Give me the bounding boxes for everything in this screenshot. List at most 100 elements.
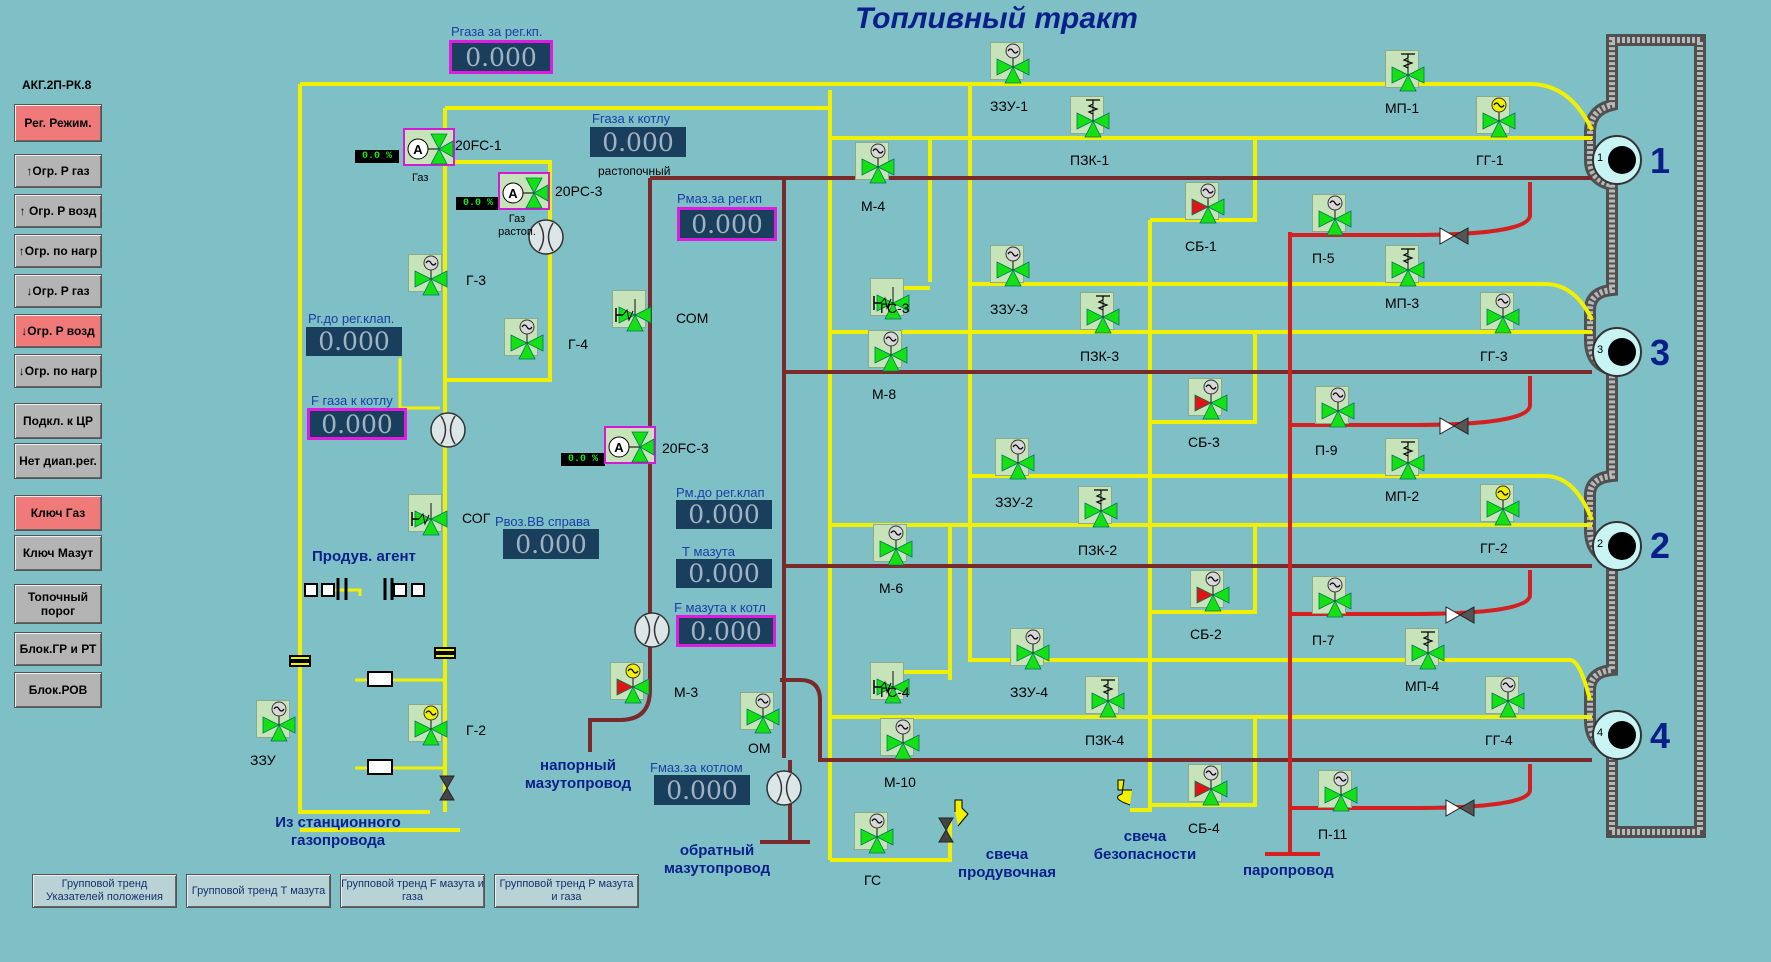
valve-gg1[interactable] <box>1476 96 1516 138</box>
p-oil-before-valve-label: Pм.до рег.клап <box>676 485 765 500</box>
control-button-6[interactable]: ↓Огр. по нагр <box>14 354 102 388</box>
valve-gs[interactable] <box>854 812 894 854</box>
f-oil-to-boiler-display: 0.000 <box>676 615 776 647</box>
valve-m4[interactable] <box>855 142 895 184</box>
valve-gg3[interactable] <box>1480 292 1520 334</box>
control-button-5[interactable]: ↓Огр. P возд <box>14 314 102 348</box>
control-button-11[interactable]: Топочный порог <box>14 584 102 624</box>
valve-g3[interactable] <box>408 254 448 296</box>
valve-som[interactable] <box>612 290 652 332</box>
valve-label-mp2: МП-2 <box>1385 488 1420 504</box>
valve-label-sb4: СБ-4 <box>1188 820 1220 836</box>
f-oil-to-boiler-label: F мазута к котл <box>674 600 766 615</box>
valve-pzk3[interactable] <box>1080 292 1120 334</box>
valve-m8[interactable] <box>868 330 908 372</box>
t-oil-display: 0.000 <box>676 559 772 588</box>
valve-pzk4[interactable] <box>1085 676 1125 718</box>
valve-zzu[interactable] <box>256 700 296 742</box>
control-button-10[interactable]: Ключ Мазут <box>14 535 102 571</box>
valve-g4[interactable] <box>504 318 544 360</box>
valve-label-p11: П-11 <box>1318 826 1348 842</box>
control-button-12[interactable]: Блок.ГР и РТ <box>14 632 102 666</box>
valve-sb2[interactable] <box>1190 570 1230 612</box>
valve-sb4[interactable] <box>1188 764 1228 806</box>
valve-g2[interactable] <box>408 704 448 746</box>
trend-p-oil-gas-button[interactable]: Групповой тренд P мазута и газа <box>494 874 639 908</box>
valve-label-sb2: СБ-2 <box>1190 626 1222 642</box>
control-button-3[interactable]: ↑Огр. по нагр <box>14 234 102 268</box>
valve-zzu2[interactable] <box>995 438 1035 480</box>
valve-mp4[interactable] <box>1405 628 1445 670</box>
regulator-fc3[interactable]: A <box>604 426 656 464</box>
f-gas-to-boiler-sub: растопочный <box>598 164 671 178</box>
page-title: Топливный тракт <box>855 2 1138 35</box>
valve-zzu4[interactable] <box>1010 628 1050 670</box>
burner-2-number: 2 <box>1650 525 1671 566</box>
valve-pzk1[interactable] <box>1070 96 1110 138</box>
valve-gg4[interactable] <box>1485 676 1525 718</box>
valve-om[interactable] <box>740 692 780 734</box>
valve-mp1[interactable] <box>1385 50 1425 92</box>
f-gas-to-boiler-label: Fгаза к котлу <box>592 111 671 126</box>
fc1-sub: Газ <box>412 172 429 184</box>
control-button-7[interactable]: Подкл. к ЦР <box>14 403 102 439</box>
control-button-0[interactable]: Рег. Режим. <box>14 104 102 142</box>
valve-mp2[interactable] <box>1385 438 1425 480</box>
valve-p5[interactable] <box>1312 194 1352 236</box>
valve-m3[interactable] <box>610 662 650 704</box>
valve-zzu3[interactable] <box>990 245 1030 287</box>
control-button-13[interactable]: Блок.РОВ <box>14 672 102 708</box>
trend-position-button[interactable]: Групповой тренд Указателей положения <box>32 874 177 908</box>
motor-valve-icon <box>860 813 894 854</box>
motor-valve-icon <box>262 701 296 742</box>
valve-label-p5: П-5 <box>1312 250 1335 266</box>
p-air-right-display: 0.000 <box>503 529 599 559</box>
valve-sb3[interactable] <box>1188 378 1228 420</box>
valve-label-sb3: СБ-3 <box>1188 434 1220 450</box>
regulator-icon: A <box>502 177 549 209</box>
valve-label-g3: Г-3 <box>466 272 487 288</box>
valve-m6[interactable] <box>873 524 913 566</box>
regulator-pc3[interactable]: A <box>498 172 550 210</box>
valve-mp3[interactable] <box>1385 245 1425 287</box>
valve-sog[interactable] <box>408 494 448 536</box>
valve-sb1[interactable] <box>1185 182 1225 224</box>
valve-pzk2[interactable] <box>1078 486 1118 528</box>
valve-zzu1[interactable] <box>990 42 1030 84</box>
trend-t-oil-button[interactable]: Групповой тренд Т мазута <box>186 874 331 908</box>
motor-valve-icon <box>1324 771 1358 812</box>
motor-valve-icon <box>616 663 650 704</box>
p-oil-before-valve-display: 0.000 <box>676 500 772 529</box>
f-oil-after-boiler-display: 0.000 <box>654 775 750 805</box>
valve-p11[interactable] <box>1318 770 1358 812</box>
valve-label-pzk1: ПЗК-1 <box>1070 152 1110 168</box>
motor-valve-icon <box>996 43 1030 84</box>
valve-label-m6: М-6 <box>879 580 904 596</box>
valve-p9[interactable] <box>1315 386 1355 428</box>
regulator-fc1[interactable]: A <box>403 128 455 166</box>
valve-label-sog: СОГ <box>462 510 491 526</box>
valve-gg2[interactable] <box>1480 484 1520 526</box>
control-button-4[interactable]: ↓Огр. P газ <box>14 274 102 308</box>
f-gas-to-boiler2-label: F газа к котлу <box>311 393 393 408</box>
motor-valve-icon <box>1486 485 1520 526</box>
control-button-8[interactable]: Нет диап.рег. <box>14 443 102 479</box>
motor-valve-icon <box>874 331 908 372</box>
motor-valve-icon <box>1194 765 1228 806</box>
safety-candle-label: свеча безопасности <box>1093 828 1197 863</box>
svg-text:A: A <box>413 142 423 157</box>
spring-valve-icon <box>1086 295 1120 334</box>
valve-gs4[interactable] <box>870 662 910 704</box>
control-button-1[interactable]: ↑Огр. P газ <box>14 154 102 188</box>
manual-valve-icon <box>411 503 448 536</box>
control-button-2[interactable]: ↑ Огр. P возд <box>14 194 102 228</box>
control-button-9[interactable]: Ключ Газ <box>14 495 102 531</box>
valve-gs3[interactable] <box>870 278 910 320</box>
motor-valve-icon <box>1321 387 1355 428</box>
valve-p7[interactable] <box>1312 576 1352 618</box>
valve-m10[interactable] <box>880 718 920 760</box>
trend-f-oil-gas-button[interactable]: Групповой тренд F мазута и газа <box>340 874 485 908</box>
unit-id: АКГ.2П-РК.8 <box>22 78 92 92</box>
burner-4-number: 4 <box>1650 715 1671 756</box>
